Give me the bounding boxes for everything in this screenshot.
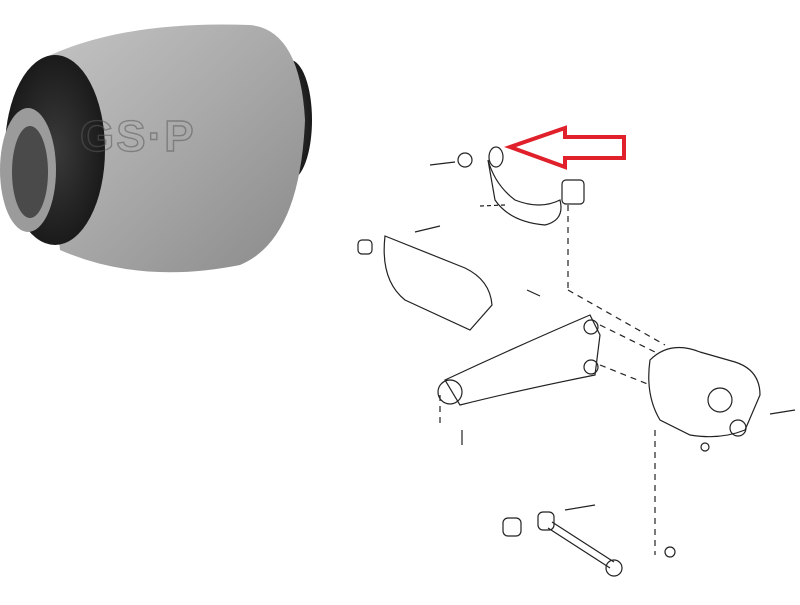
subframe-bracket <box>357 225 493 331</box>
knuckle <box>648 346 796 452</box>
bushing-illustration <box>0 24 312 273</box>
lower-control-arm <box>437 289 601 445</box>
toe-link-rod <box>502 504 676 577</box>
highlight-arrow-icon <box>504 125 626 170</box>
guide-lines <box>439 205 666 555</box>
upper-control-arm <box>429 146 585 226</box>
bushing-photo: GS·P <box>0 0 320 300</box>
brand-watermark: GS·P <box>79 111 196 161</box>
suspension-diagram <box>330 110 800 600</box>
